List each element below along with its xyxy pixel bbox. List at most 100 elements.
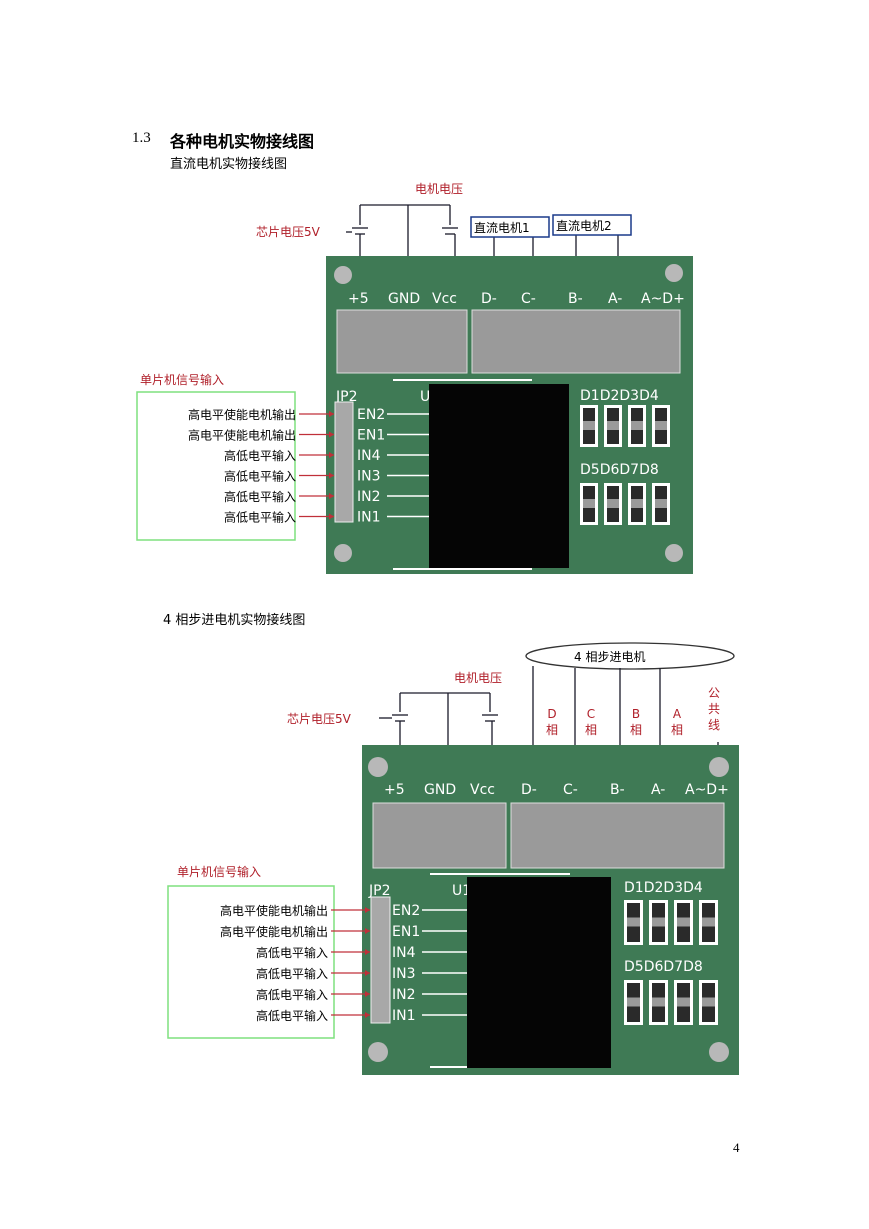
pin-label: EN1 — [392, 924, 420, 940]
mcu-title: 单片机信号输入 — [177, 864, 261, 879]
mount-hole — [665, 544, 683, 562]
terminal-label: Vcc — [432, 291, 457, 307]
chip-voltage-label: 芯片电压5V — [256, 225, 321, 239]
jp2-header — [334, 401, 354, 523]
arrow-head — [329, 493, 334, 499]
mcu-input-box — [136, 391, 296, 541]
arrow-head — [329, 513, 334, 520]
jp2-label: JP2 — [335, 389, 357, 405]
arrow-head — [329, 431, 334, 438]
arrow-head — [329, 411, 334, 417]
page-number: 4 — [733, 1140, 740, 1155]
pin-description: 高低电平输入 — [256, 1008, 328, 1023]
diode-band — [702, 917, 715, 927]
diode-band — [607, 499, 619, 508]
diode-array — [580, 405, 670, 525]
pin-description: 高电平使能电机输出 — [188, 407, 296, 422]
jp2-label: JP2 — [368, 883, 390, 899]
pin-description: 高低电平输入 — [256, 945, 328, 960]
stepper-motor-ellipse — [525, 642, 735, 670]
diode-band — [655, 499, 667, 508]
pin-description: 高电平使能电机输出 — [220, 924, 328, 939]
terminal-block-left — [336, 309, 468, 374]
pin-description: 高低电平输入 — [256, 966, 328, 981]
pin-descriptions: 高电平使能电机输出高电平使能电机输出高低电平输入高低电平输入高低电平输入高低电平… — [188, 407, 334, 525]
terminal-label: GND — [388, 291, 420, 307]
terminal-block-right — [471, 309, 681, 374]
pin-description: 高电平使能电机输出 — [220, 903, 328, 918]
diode-band — [652, 997, 665, 1007]
chip-voltage-label: 芯片电压5V — [287, 712, 352, 726]
mcu-title: 单片机信号输入 — [140, 372, 224, 387]
pin-label: EN2 — [392, 903, 420, 919]
pin-label: IN1 — [392, 1008, 416, 1024]
diode-band — [677, 917, 690, 927]
pin-descriptions: 高电平使能电机输出高电平使能电机输出高低电平输入高低电平输入高低电平输入高低电平… — [220, 903, 370, 1023]
mcu-input-box — [167, 885, 335, 1039]
terminal-label: B- — [610, 782, 625, 798]
pin-description: 高电平使能电机输出 — [188, 428, 296, 443]
pin-description: 高低电平输入 — [224, 489, 296, 504]
motor-voltage-label: 电机电压 — [415, 182, 463, 196]
arrow-head — [365, 907, 370, 913]
diodes-top-label: D1D2D3D4 — [580, 388, 659, 404]
diode-band — [631, 499, 643, 508]
pin-description: 高低电平输入 — [224, 510, 296, 525]
mount-hole — [368, 757, 388, 777]
pin-label: IN2 — [357, 489, 381, 505]
pin-description: 高低电平输入 — [224, 448, 296, 463]
mount-hole — [334, 544, 352, 562]
terminal-label: +5 — [384, 782, 405, 798]
stepper-label: 4 相步进电机 — [574, 650, 645, 664]
arrow-head — [329, 452, 334, 458]
diode-band — [702, 997, 715, 1007]
terminal-label: +5 — [348, 291, 369, 307]
arrow-head — [365, 970, 370, 976]
diodes-bottom-label: D5D6D7D8 — [580, 462, 659, 478]
terminal-label: D- — [481, 291, 497, 307]
driver-chip — [467, 877, 611, 1068]
mount-hole — [368, 1042, 388, 1062]
terminal-label: B- — [568, 291, 583, 307]
arrow-head — [365, 991, 370, 997]
terminal-label: A- — [608, 291, 622, 307]
mount-hole — [334, 266, 352, 284]
section-number: 1.3 — [132, 130, 151, 146]
mount-hole — [709, 757, 729, 777]
diode-band — [583, 421, 595, 430]
jp2-header — [370, 896, 391, 1024]
diode-array — [624, 900, 718, 1025]
terminal-label: C- — [563, 782, 578, 798]
diode-band — [655, 421, 667, 430]
mount-hole — [709, 1042, 729, 1062]
pin-label: IN4 — [392, 945, 416, 961]
pin-label: IN4 — [357, 448, 381, 464]
terminal-label: A~D+ — [685, 782, 729, 798]
pin-description: 高低电平输入 — [224, 469, 296, 484]
diode-band — [627, 917, 640, 927]
pin-label: IN3 — [357, 469, 381, 485]
pin-description: 高低电平输入 — [256, 987, 328, 1002]
pin-label: IN1 — [357, 510, 381, 526]
diode-band — [583, 499, 595, 508]
pin-label: EN2 — [357, 407, 385, 423]
diode-band — [607, 421, 619, 430]
mount-hole — [665, 264, 683, 282]
terminal-label: A~D+ — [641, 291, 685, 307]
figure1-caption: 直流电机实物接线图 — [170, 157, 288, 172]
driver-chip — [429, 384, 569, 568]
terminal-label: GND — [424, 782, 456, 798]
terminal-block-left — [372, 802, 507, 869]
section-title: 各种电机实物接线图 — [170, 132, 315, 151]
